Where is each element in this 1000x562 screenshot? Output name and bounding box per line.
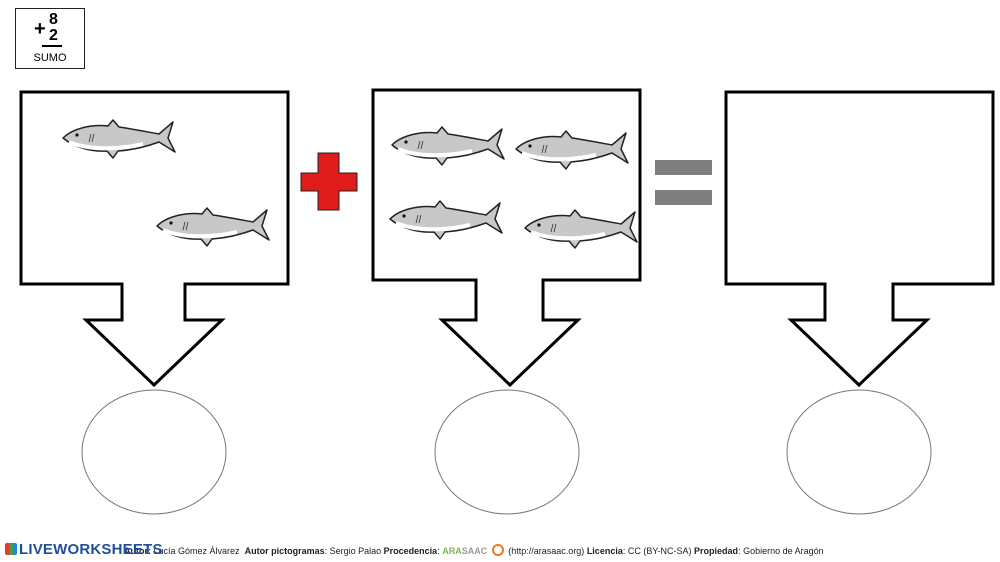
liveworksheets-logo[interactable]: LIVEWORKSHEETS (5, 540, 163, 560)
sumo-operator: + (34, 18, 46, 40)
arasaac-logo-b: SAAC (461, 546, 488, 556)
liveworksheets-icon (5, 543, 17, 555)
sumo-pictogram: 8 + 2 SUMO (15, 8, 85, 69)
answer-oval-3[interactable] (786, 389, 932, 515)
owner-label: Propiedad (694, 546, 739, 556)
pictogram-author-label: Autor pictogramas (244, 546, 325, 556)
arasaac-logo-a: ARA (442, 546, 462, 556)
callout-box-2 (371, 88, 642, 388)
worksheet-canvas (19, 88, 995, 515)
answer-oval-2[interactable] (434, 389, 580, 515)
pictogram-author-value: : Sergio Palao (324, 546, 382, 556)
author-label: Autor: (124, 546, 151, 556)
license-value: : CC (BY-NC-SA) (622, 546, 692, 556)
credits: Autor: Lucía Gómez Álvarez Autor pictogr… (124, 544, 824, 556)
footer: Autor: Lucía Gómez Álvarez Autor pictogr… (0, 540, 1000, 562)
license-label: Licencia (586, 546, 623, 556)
source-label: Procedencia (383, 546, 438, 556)
sumo-line (42, 45, 62, 47)
plus-sign-icon (300, 152, 358, 211)
sumo-bottom-number: 2 (49, 27, 58, 44)
answer-oval-1[interactable] (81, 389, 227, 515)
owner-value: : Gobierno de Aragón (738, 546, 824, 556)
source-url[interactable]: (http://arasaac.org) (508, 546, 585, 556)
arasaac-circle-icon (491, 544, 504, 556)
sumo-top-number: 8 (49, 11, 58, 28)
callout-box-3 (724, 90, 995, 388)
sumo-label: SUMO (33, 52, 67, 64)
equals-top-bar-icon (655, 160, 712, 175)
callout-box-1 (19, 90, 290, 388)
equals-bottom-bar-icon (655, 190, 712, 205)
brand-text: LIVEWORKSHEETS (19, 541, 163, 558)
arasaac-logo: ARASAAC (442, 546, 487, 556)
author-value: Lucía Gómez Álvarez (153, 546, 240, 556)
